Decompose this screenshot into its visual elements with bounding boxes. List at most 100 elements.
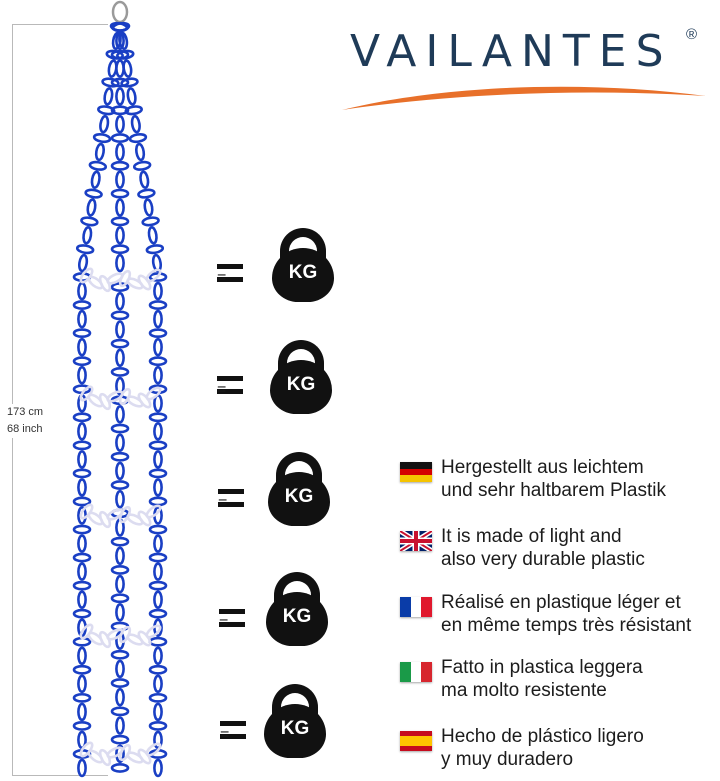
chain-link (153, 562, 163, 581)
chain-link (148, 412, 168, 423)
chain-link (75, 244, 95, 255)
chain-link (128, 132, 148, 144)
chain-link (110, 678, 130, 688)
chain-link (110, 593, 130, 604)
chain-link (148, 328, 168, 339)
chain-link (153, 309, 163, 329)
chain-link (115, 291, 125, 311)
chain-link (115, 253, 125, 273)
chain-link (148, 272, 168, 282)
chain-link (153, 478, 163, 497)
chain-link (72, 580, 92, 591)
chain-link (115, 348, 125, 368)
chain-link (148, 468, 168, 479)
chain-link (77, 422, 87, 441)
chain-link (110, 310, 130, 321)
chain-link (141, 216, 160, 227)
chain-link (72, 692, 92, 703)
language-text: Fatto in plastica leggera ma molto resis… (441, 657, 643, 701)
language-text: It is made of light and also very durabl… (441, 526, 645, 570)
chain-link (153, 281, 163, 301)
italy-flag-icon (400, 662, 432, 682)
chain-link (153, 450, 163, 469)
chain-link (110, 480, 130, 490)
chain-link (110, 367, 130, 377)
chain-link (77, 450, 87, 469)
chain-link (110, 77, 130, 88)
chain-link (72, 300, 92, 310)
chain-link (110, 105, 130, 116)
chain-link (148, 721, 168, 731)
chain-link (115, 574, 125, 594)
chain-link (110, 22, 130, 32)
chain-link (115, 716, 125, 735)
chain-link (77, 309, 87, 329)
kettlebell-icon: KG (264, 684, 326, 758)
chain-link (115, 87, 125, 106)
chain-link (134, 142, 146, 162)
chain-link (110, 244, 130, 255)
chain-link (145, 624, 162, 639)
chain-link (77, 506, 87, 525)
kettlebell-label: KG (288, 262, 318, 283)
chain-link (110, 133, 130, 143)
chain-link (77, 281, 87, 301)
chain-link (153, 730, 163, 750)
chain-link (115, 659, 125, 679)
chain-link (153, 646, 163, 666)
kettlebell-icon: KG (268, 452, 330, 526)
chain-link (115, 603, 125, 622)
chain-link (115, 142, 125, 162)
chain-link (148, 496, 168, 507)
chain-link (148, 580, 168, 591)
chain-link (77, 702, 87, 722)
chain-link (153, 674, 163, 694)
chain-link (77, 337, 87, 357)
chain-link (148, 524, 168, 535)
chain-link (72, 664, 92, 675)
chain-link (153, 590, 163, 609)
chain-link (110, 706, 130, 717)
chain-link (143, 198, 154, 217)
chain-link (115, 114, 125, 134)
brand-logo-text: VAILANTES (350, 26, 673, 77)
chain-link (110, 763, 130, 773)
chain-link (72, 524, 92, 535)
kettlebell-icon: KG (272, 228, 334, 302)
chain-link (115, 198, 125, 217)
chain-link (115, 546, 125, 566)
chain-link (115, 433, 125, 452)
kettlebell-icon: KG (270, 340, 332, 414)
chain-link (110, 49, 130, 60)
kettlebell-label: KG (280, 718, 310, 739)
chain-link (110, 216, 130, 227)
kettlebell-label: KG (282, 606, 312, 627)
chain-link (79, 741, 94, 758)
chain-link (148, 636, 168, 647)
chain-link (115, 376, 125, 396)
height-measure-label: 173 cm 68 inch (6, 404, 45, 438)
chain-link (94, 142, 106, 162)
chain-link (77, 534, 87, 553)
chain-link (115, 59, 125, 78)
chain-link (72, 496, 92, 507)
chain-link (90, 170, 101, 189)
chain-link (153, 758, 163, 778)
chain-link (145, 504, 162, 519)
kettlebell-label: KG (286, 374, 316, 395)
chain-link (115, 405, 125, 424)
chain-link (148, 440, 168, 451)
chain-link (137, 188, 156, 199)
spain-flag-icon (400, 731, 432, 751)
chain-link (77, 253, 89, 273)
chain-link (120, 77, 139, 88)
chain-link (72, 412, 92, 423)
chain-link (147, 226, 158, 245)
kettlebell-icon: KG (266, 572, 328, 646)
chain-link (145, 268, 162, 283)
chain-link (110, 536, 130, 547)
chain-link (103, 87, 114, 106)
chain-link (77, 758, 87, 778)
chain-link (110, 565, 130, 575)
